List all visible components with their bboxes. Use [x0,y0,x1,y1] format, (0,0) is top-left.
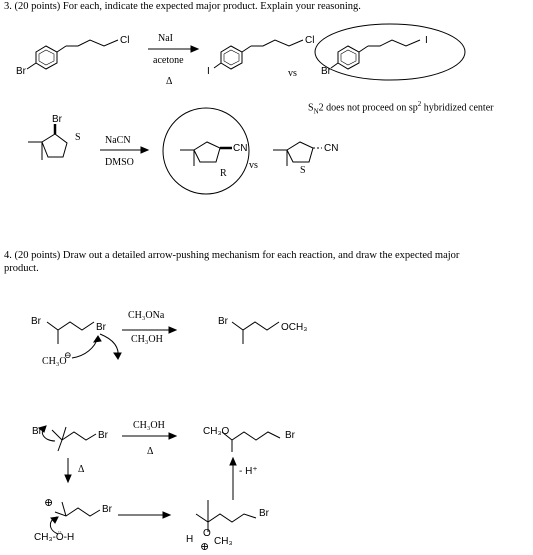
q4-rxn2-br-left: Br [32,426,42,437]
product-r-cn: CN [233,143,248,154]
q4-rxn2-product-br: Br [285,430,295,441]
heat-symbol: Δ [166,76,173,87]
q4-rxn2-product-ch3o: CH₃O [203,426,230,437]
product-b-structure [330,39,421,70]
arrow-to-oxonium [118,511,172,519]
product-s-label: S [300,165,306,176]
q4-rxn2-heat-right: Δ [147,446,154,457]
curved-arrow-nucleophile [71,336,99,359]
q4-rxn2-deprotonation: - H⁺ [239,466,258,477]
q4-rxn2-cation-br: Br [102,504,112,515]
q4-rxn1-product-och3: OCH₃ [281,322,308,333]
q4-rxn2-heat-down: Δ [78,464,85,475]
vs-label-2: vs [249,160,258,171]
product-b-i: I [425,35,428,46]
reagent-nacn: NaCN [105,135,131,146]
product-a-i: I [207,66,210,77]
answer-circle-2 [162,107,250,195]
q4-rxn1-br-right: Br [96,322,106,333]
product-a-structure [213,39,304,70]
q4-rxn2-product [221,431,281,452]
q4-reaction-arrow-2 [122,432,178,440]
substrate-1-cl: Cl [120,35,130,46]
q4-rxn1-reagent-top: CH₃ONa [128,310,165,321]
substrate-2-br: Br [52,114,62,125]
q4-rxn1-product-br: Br [218,316,228,327]
q4-rxn1-product [231,321,280,344]
arrow-down-ionization [64,458,72,484]
question-4-prompt-line2: product. [4,263,39,274]
oxonium-charge-icon: ⊕ [200,541,210,553]
q4-rxn1-nucleophile: CH₃O [42,356,67,367]
reagent-dmso: DMSO [105,157,134,168]
answer-circle-1 [314,23,466,81]
q4-rxn1-substrate [46,321,95,344]
q4-rxn2-br-right: Br [98,430,108,441]
reagent-nai: NaI [158,33,173,44]
q4-rxn2-oxonium-br: Br [259,508,269,519]
product-r-structure [180,141,232,166]
product-b-br: Br [321,66,331,77]
reagent-acetone: acetone [153,55,184,66]
q4-rxn2-oxonium-ch3: CH₃ [214,536,233,547]
product-r-label: R [220,168,227,179]
sn2-explanation: SN2 does not proceed on sp2 hybridized c… [308,100,494,116]
reaction-arrow-2 [100,146,150,154]
negative-charge-icon: ⊖ [64,350,72,360]
substrate-2-structure [28,124,68,160]
q4-rxn1-reagent-bottom: CH₃OH [131,334,163,345]
product-a-cl: Cl [305,35,315,46]
q4-rxn1-br-left: Br [31,316,41,327]
arrow-up-deprotonation [229,456,237,500]
oxonium-structure [195,500,257,532]
substrate-1-structure [26,39,119,70]
q4-rxn2-oxonium-h: H [186,534,194,545]
carbocation-charge-icon: ⊕ [44,497,54,509]
reaction-arrow-1 [148,45,200,53]
q4-rxn2-substrate [51,426,97,452]
question-4-prompt-line1: 4. (20 points) Draw out a detailed arrow… [4,250,460,261]
q4-rxn2-reagent-top: CH₃OH [133,420,165,431]
product-s-cn: CN [324,143,339,154]
q4-rxn2-oxonium-o: O [203,528,211,539]
substrate-1-br: Br [16,66,26,77]
q4-rxn2-methanol: CH₃-Ö-H [34,532,75,543]
vs-label-1: vs [288,68,297,79]
product-s-structure [273,141,322,166]
q4-reaction-arrow-1 [122,326,178,334]
substrate-2-stereo: S [75,132,81,143]
carbocation-structure [54,501,101,517]
question-3-prompt: 3. (20 points) For each, indicate the ex… [4,1,361,12]
